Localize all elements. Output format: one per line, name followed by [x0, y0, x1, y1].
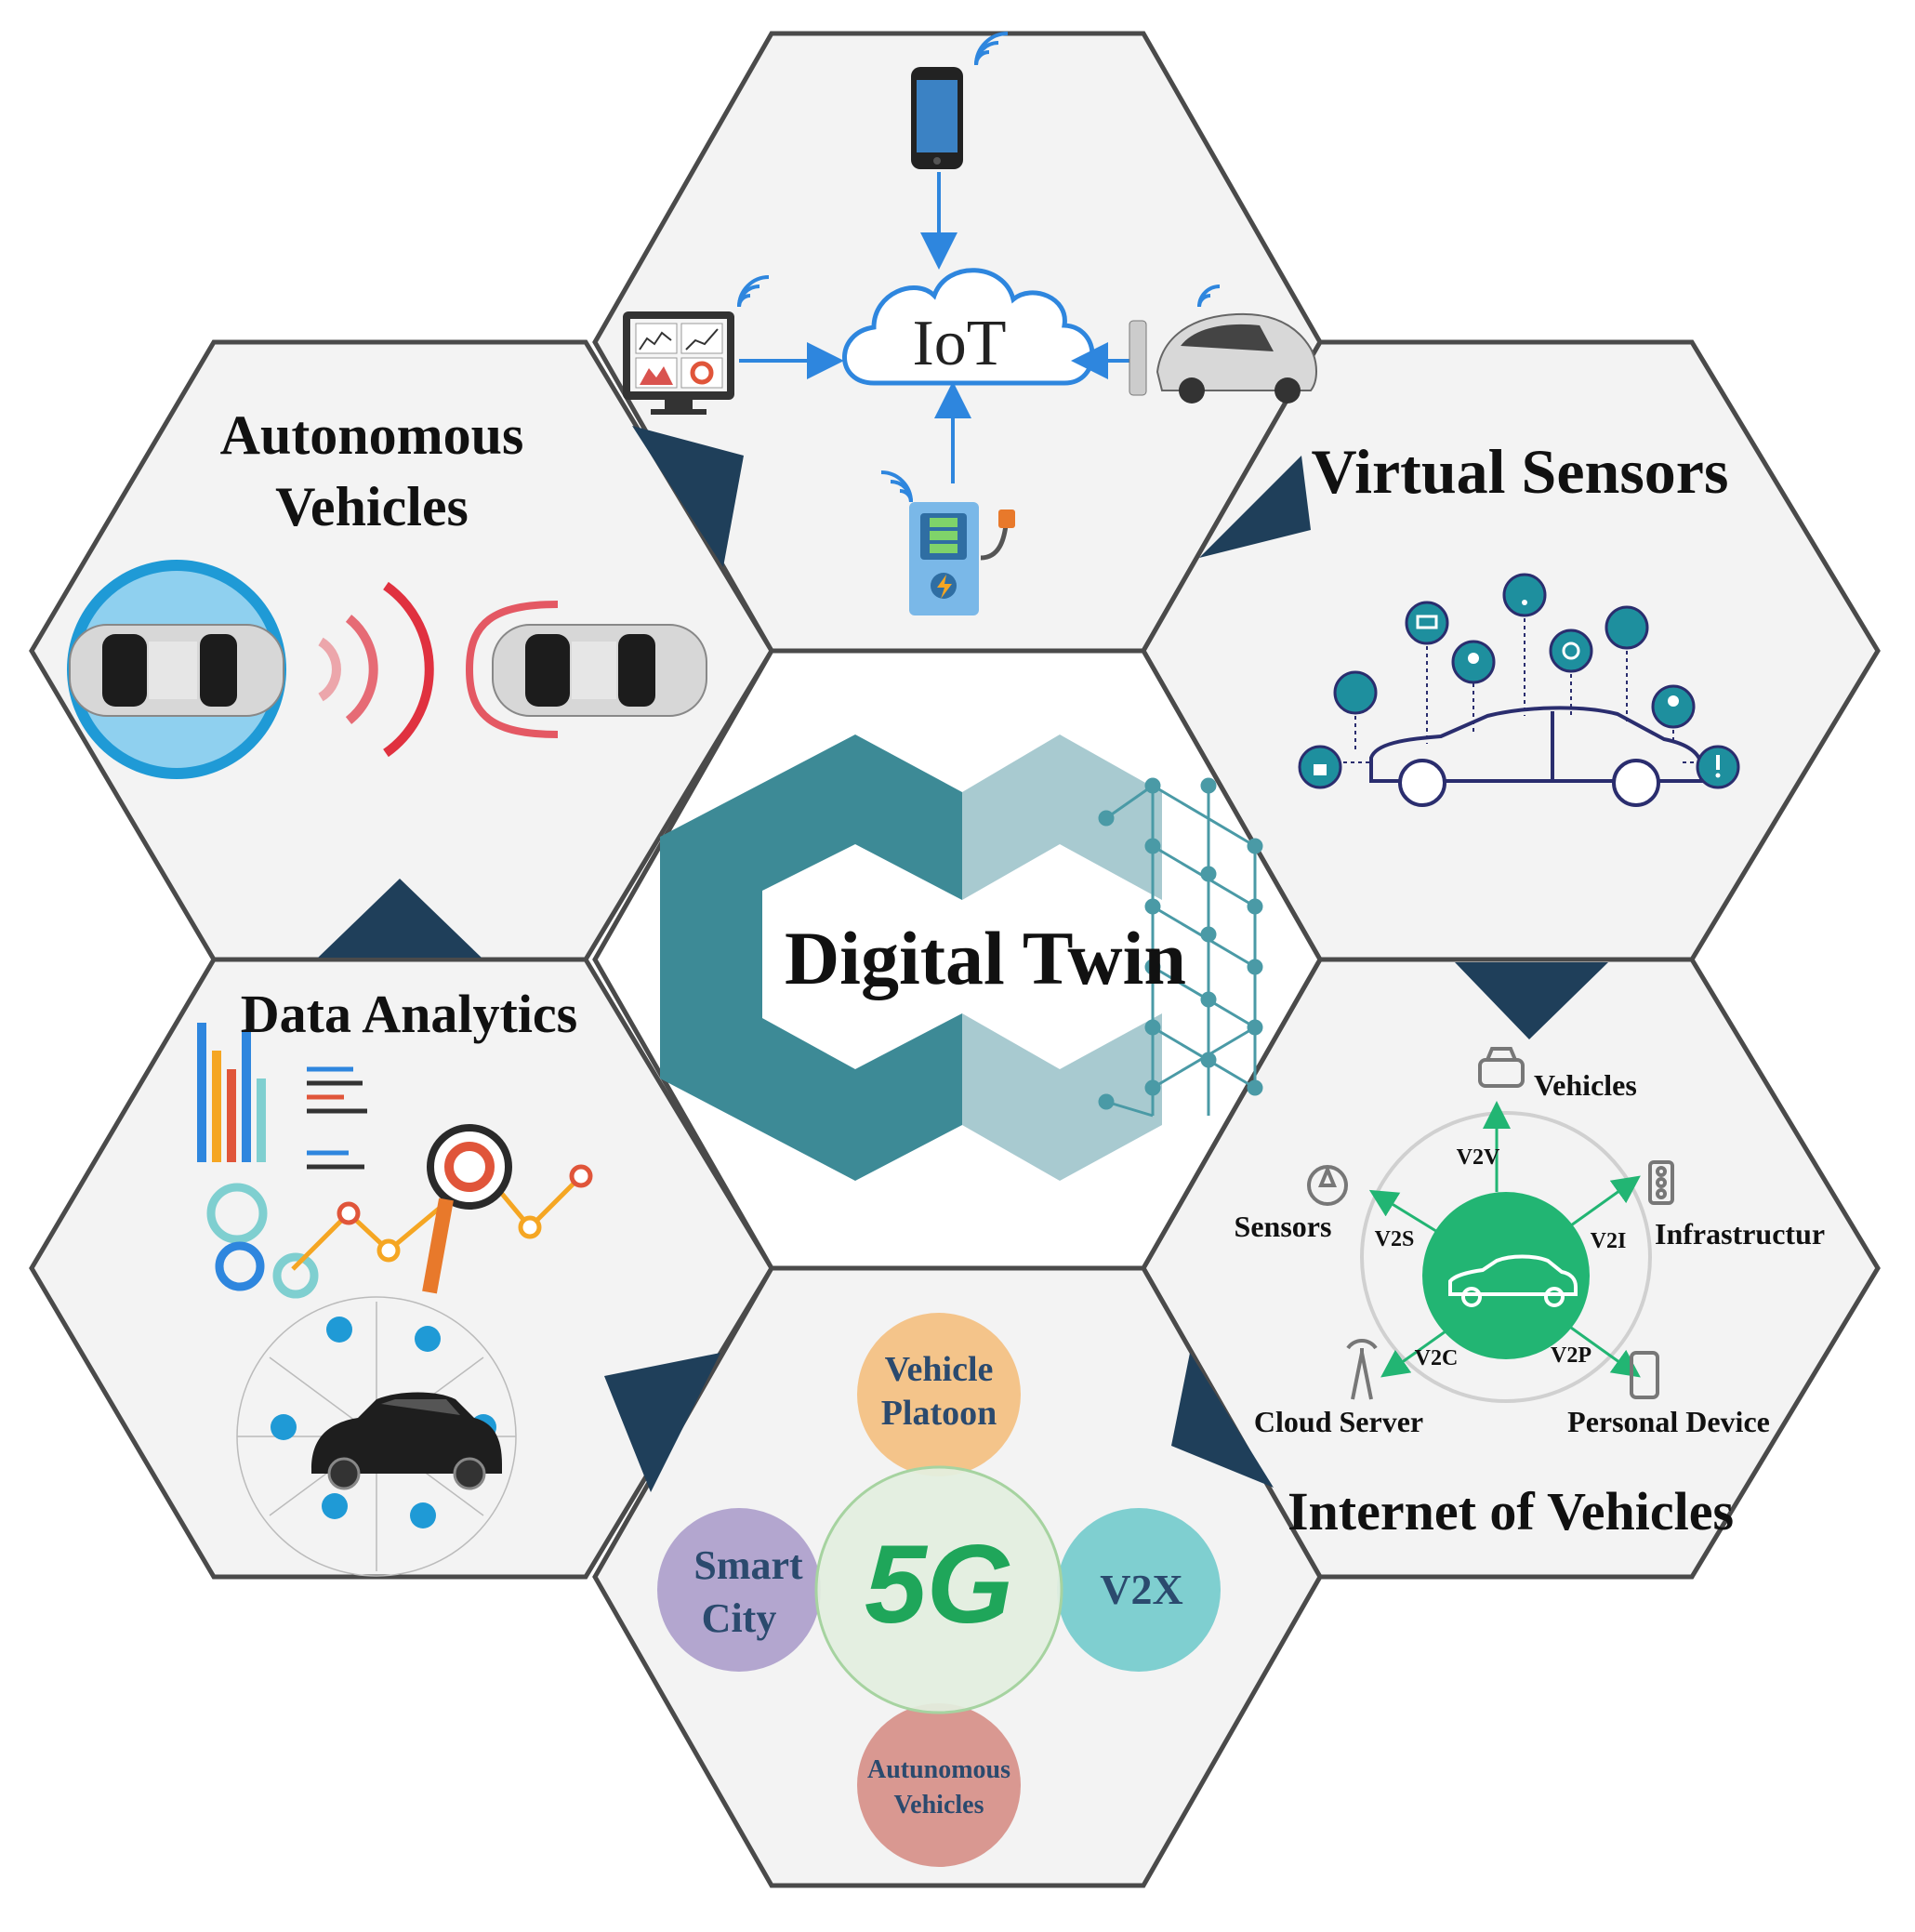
digital-twin-title: Digital Twin: [785, 916, 1186, 1000]
sensor-node-glyphs: [1314, 600, 1721, 778]
autonomous-line1: Autunomous: [867, 1755, 1010, 1784]
triangle-right: [1455, 962, 1608, 1039]
virtual-sensors-title: Virtual Sensors: [1312, 436, 1729, 507]
battery-sensor-icon: [1405, 601, 1449, 645]
link-v2c: V2C: [1415, 1346, 1459, 1370]
triangle-bottom-left: [604, 1353, 720, 1492]
connector-triangles: [318, 426, 1608, 1492]
autonomous-vehicles-section: Autonomous Vehicles: [67, 404, 707, 779]
triangle-left: [318, 879, 482, 958]
iot-cloud-label: IoT: [912, 308, 1006, 379]
speedometer-sensor-icon: [1333, 670, 1378, 715]
vehicle-node-icon: [1478, 1047, 1525, 1088]
fiveg-section: 5G Vehicle Platoon V2X Smart City Autuno…: [657, 1313, 1221, 1867]
link-v2v: V2V: [1457, 1145, 1500, 1170]
node-infrastructure: Infrastructur: [1655, 1217, 1825, 1251]
v2x-circle: [1057, 1508, 1221, 1672]
node-cloud-server: Cloud Server: [1254, 1405, 1423, 1438]
dashboard-monitor-icon: [623, 311, 734, 415]
smart-city-circle: [657, 1508, 821, 1672]
autonomous-title-line1: Autonomous: [220, 404, 524, 466]
vehicle-platoon-circle: [857, 1313, 1021, 1476]
link-v2i: V2I: [1591, 1229, 1627, 1253]
connected-car-icon: [1369, 706, 1703, 807]
bar-chart-icon: [197, 1023, 266, 1162]
car-top-view-icon: [69, 624, 284, 717]
magnifier-icon: [422, 1124, 512, 1294]
charging-station-icon: [909, 502, 1015, 615]
fiveg-center-circle: [814, 1465, 1063, 1714]
smart-city-line2: City: [702, 1595, 777, 1641]
internet-of-vehicles-title: Internet of Vehicles: [1288, 1481, 1734, 1542]
wifi-icon: [974, 32, 1009, 66]
triangle-top-left: [632, 426, 744, 567]
wifi-sensor-icon: [1502, 573, 1547, 617]
iot-section: IoT: [623, 32, 1317, 615]
logo-network-mesh: [1098, 777, 1263, 1118]
logo-ghost-shape: [962, 734, 1162, 900]
logo-c-shape: [660, 734, 962, 1181]
cloud-icon: [842, 268, 1095, 386]
autonomous-title-line2: Vehicles: [275, 476, 469, 537]
sports-car-icon: [311, 1392, 502, 1490]
electric-car-icon: [1129, 312, 1317, 404]
virtual-sensors-section: Virtual Sensors: [1298, 436, 1740, 807]
gears-icon: [206, 1183, 319, 1299]
wifi-icon: [880, 470, 913, 503]
smartphone-icon: [911, 67, 963, 169]
signal-waves-icon: [318, 581, 434, 758]
car-top-view-icon: [465, 601, 707, 738]
wifi-icon: [1197, 285, 1221, 308]
logo-ghost-shape-lower: [962, 1013, 1162, 1181]
autonomous-circle: [857, 1703, 1021, 1867]
autonomous-line2: Vehicles: [894, 1791, 984, 1820]
triangle-bottom-right: [1171, 1353, 1274, 1488]
iov-hub: [1422, 1192, 1590, 1359]
digital-twin-logo: [660, 734, 1263, 1181]
internet-of-vehicles-section: V2V V2I V2P V2C V2S Vehicles Infrastruct…: [1235, 1047, 1825, 1542]
sensor-node-icon: [1307, 1164, 1348, 1206]
fiveg-label: 5G: [865, 1522, 1013, 1647]
v2x-label: V2X: [1100, 1566, 1182, 1613]
cloud-sensor-icon: [1605, 605, 1649, 650]
phone-node-icon: [1630, 1351, 1659, 1399]
node-sensors: Sensors: [1235, 1210, 1332, 1243]
traffic-light-icon: [1648, 1160, 1674, 1205]
wifi-icon: [737, 275, 770, 308]
iov-car-icon: [1448, 1254, 1578, 1307]
data-analytics-section: Data Analytics: [197, 984, 593, 1577]
code-lines-icon: [307, 1066, 367, 1170]
data-analytics-title: Data Analytics: [241, 984, 578, 1044]
link-v2s: V2S: [1375, 1227, 1415, 1251]
iot-arrows: [739, 172, 1129, 483]
trend-line-icon: [291, 1164, 593, 1271]
triangle-top-right: [1199, 456, 1311, 558]
vehicle-platoon-line1: Vehicle: [885, 1350, 994, 1389]
node-vehicles: Vehicles: [1534, 1068, 1637, 1102]
node-personal-device: Personal Device: [1567, 1405, 1770, 1438]
smart-city-line1: Smart: [693, 1542, 803, 1588]
clock-sensor-icon: [1549, 629, 1593, 673]
antenna-tower-icon: [1346, 1339, 1378, 1400]
iov-arrows: [1368, 1101, 1641, 1378]
link-v2p: V2P: [1551, 1343, 1591, 1368]
vehicle-platoon-line2: Platoon: [881, 1394, 997, 1433]
